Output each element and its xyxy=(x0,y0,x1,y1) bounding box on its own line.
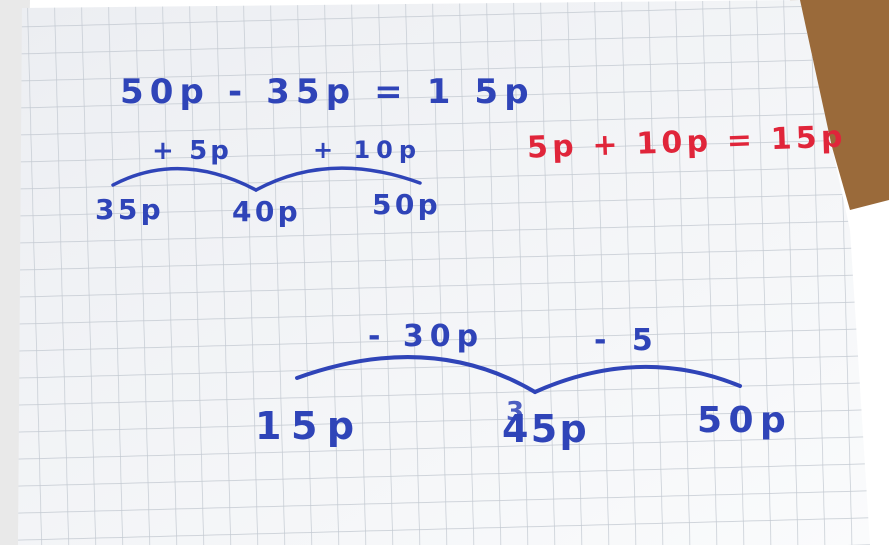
bottom-jump-label-1: - 30p xyxy=(368,319,485,354)
bottom-jump-arc-2 xyxy=(533,364,742,394)
bottom-jump-label-2: - 5 xyxy=(594,323,661,358)
top-point-2: 40p xyxy=(232,195,302,228)
top-point-3: 50p xyxy=(372,188,442,221)
top-jump-label-1: + 5p xyxy=(152,136,233,166)
desk-surface xyxy=(790,0,889,210)
bottom-point-2: 45p xyxy=(502,407,589,451)
top-point-1: 35p xyxy=(95,193,165,226)
bottom-point-3: 50p xyxy=(697,400,793,441)
paper-grid xyxy=(18,0,870,545)
bottom-overwritten-digit: 3 xyxy=(506,397,528,427)
top-jump-arc-2 xyxy=(254,166,422,192)
bottom-point-1: 15p xyxy=(255,404,364,448)
bottom-jump-arc-1 xyxy=(295,355,537,394)
top-jump-label-2: + 10p xyxy=(313,136,423,164)
subtraction-equation: 50p - 35p = 1 5p xyxy=(120,72,535,112)
top-jump-arc-1 xyxy=(111,166,258,192)
